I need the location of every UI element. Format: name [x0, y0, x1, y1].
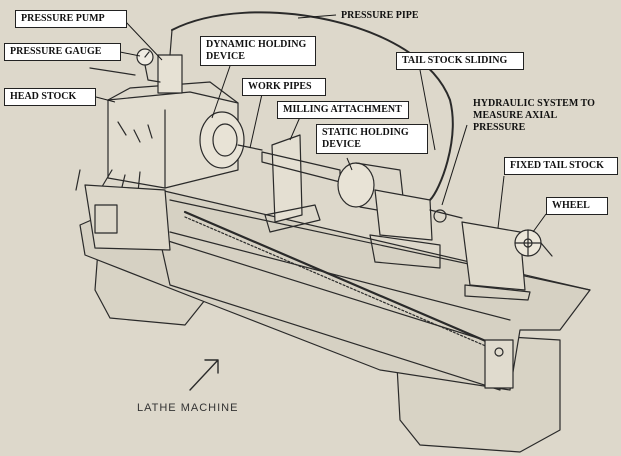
headstock-body	[107, 91, 239, 189]
gear-box	[84, 184, 171, 251]
gear-box-door	[94, 204, 118, 234]
label-work-pipes: WORK PIPES	[242, 78, 326, 96]
label-hydraulic-system: HYDRAULIC SYSTEM TO MEASURE AXIAL PRESSU…	[473, 98, 595, 133]
leader-wheel	[532, 213, 547, 233]
bed-body	[79, 189, 591, 391]
leader-tail-stock-sliding	[419, 69, 436, 151]
leader-static-holding	[346, 157, 353, 171]
leader-hydraulic	[441, 124, 468, 206]
label-fixed-tail-stock: FIXED TAIL STOCK	[504, 157, 618, 175]
chuck-inner	[212, 123, 238, 157]
label-static-holding-device: STATIC HOLDING DEVICE	[316, 124, 428, 154]
leader-pressure-gauge	[119, 51, 141, 57]
pump-body	[157, 54, 183, 94]
lead-screw	[183, 210, 497, 347]
leader-work-pipes	[249, 93, 263, 149]
lathe-sketch	[75, 11, 591, 453]
label-tail-stock-sliding: TAIL STOCK SLIDING	[396, 52, 524, 70]
label-pressure-pump: PRESSURE PUMP	[15, 10, 127, 28]
leader-milling	[289, 116, 301, 141]
right-apron	[484, 339, 514, 389]
caption-arrow	[189, 359, 219, 391]
hand-wheel-spokes	[514, 229, 542, 257]
tail-stock-sliding	[374, 189, 433, 241]
caption-lathe-machine: LATHE MACHINE	[137, 402, 239, 414]
label-wheel: WHEEL	[546, 197, 608, 215]
tail-stock-handle	[433, 209, 447, 223]
wheel-handle	[540, 242, 553, 257]
gauge-needle	[144, 51, 150, 58]
leader-fixed-tail-stock	[497, 175, 505, 229]
drive-shaft	[89, 67, 136, 76]
label-pressure-pipe: PRESSURE PIPE	[341, 10, 419, 21]
leader-head-stock	[95, 96, 116, 103]
leader-dynamic-holding	[211, 65, 231, 119]
milling-base	[264, 204, 321, 233]
bed-rail-lower	[169, 231, 511, 321]
apron-knob	[494, 347, 504, 357]
leader-pressure-pump	[124, 20, 163, 61]
static-holding-device	[337, 162, 375, 208]
label-head-stock: HEAD STOCK	[4, 88, 96, 106]
leader-pressure-pipe	[297, 14, 337, 19]
leader-lines	[95, 14, 547, 233]
fixed-tail-stock	[461, 221, 526, 291]
label-dynamic-holding-device: DYNAMIC HOLDING DEVICE	[200, 36, 316, 66]
pump-pipe	[169, 29, 173, 56]
fixed-tail-stock-base	[464, 284, 531, 301]
lead-screw-thread	[184, 216, 496, 351]
label-milling-attachment: MILLING ATTACHMENT	[277, 101, 409, 119]
tail-stock-sliding-base	[369, 234, 441, 269]
gauge-stem	[144, 64, 161, 83]
chuck	[199, 111, 245, 169]
label-pressure-gauge: PRESSURE GAUGE	[4, 43, 121, 61]
